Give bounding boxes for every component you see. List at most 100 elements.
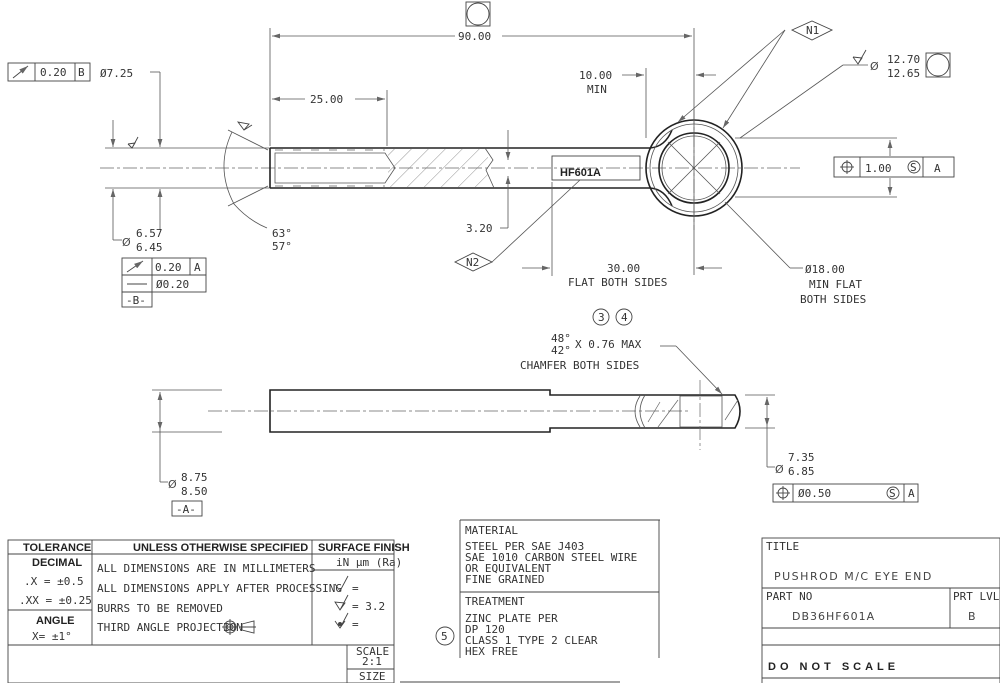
runout-straightness-frame: 0.20 A Ø0.20 -B- [121, 257, 207, 308]
title-block: TITLE PUSHROD M/C EYE END PART NO DB36HF… [761, 537, 1000, 683]
cylindricity-symbol-bore [925, 52, 951, 78]
finish-value-2: = 3.2 [352, 600, 385, 613]
svg-text:0.20: 0.20 [155, 261, 182, 274]
dim-min-label: MIN [587, 83, 607, 96]
note-5: 5 [441, 630, 448, 643]
material-block: MATERIAL STEEL PER SAE J403 SAE 1010 CAR… [400, 519, 660, 683]
finish-header: SURFACE FINISH [318, 542, 410, 554]
svg-text:1.00: 1.00 [865, 162, 892, 175]
svg-text:Ø: Ø [775, 463, 784, 476]
svg-text:Ø: Ø [870, 60, 879, 73]
tolerance-block: TOLERANCE UNLESS OTHERWISE SPECIFIED SUR… [7, 539, 410, 683]
part-number: DB36HF601A [792, 610, 875, 623]
dim-overall-length: 90.00 [458, 30, 491, 43]
position-tolerance-frame: 1.00 S A [833, 156, 955, 178]
thread-dia-lower: 6.45 [136, 241, 163, 254]
finish-symbol-2 [334, 594, 349, 611]
svg-text:A: A [194, 261, 201, 274]
eye-flat-label-1: MIN FLAT [809, 278, 862, 291]
material-label: MATERIAL [465, 524, 518, 537]
cylindricity-symbol [465, 1, 491, 27]
surface-finish-icon-chamfer [236, 121, 253, 131]
top-view: HF601A 90.00 25.00 10.00 MIN 3.20 30.00 [7, 1, 955, 308]
dim-flat-thickness: 3.20 [466, 222, 493, 235]
part-marking: HF601A [560, 167, 601, 179]
svg-text:S: S [889, 487, 896, 500]
treatment-line: HEX FREE [465, 645, 518, 658]
treatment-label: TREATMENT [465, 595, 525, 608]
finish-value-1: = [352, 582, 359, 595]
svg-text:0.20: 0.20 [40, 66, 67, 79]
shank-dia: Ø7.25 [100, 67, 133, 80]
part-marking-box [551, 155, 641, 181]
rod-dia-lower: 8.50 [181, 485, 208, 498]
finish-value-3: = [352, 618, 359, 631]
finish-symbol-1 [334, 575, 349, 592]
angle-label: ANGLE [36, 615, 75, 627]
x-tolerance: .X = ±0.5 [24, 575, 84, 588]
chamfer-angle-lower: 57° [272, 240, 292, 253]
surface-finish-icon [852, 49, 867, 65]
material-line: OR EQUIVALENT [465, 562, 551, 575]
dim-flat-label: FLAT BOTH SIDES [568, 276, 667, 289]
note-burrs: BURRS TO BE REMOVED [97, 602, 223, 615]
thread-dia-upper: 6.57 [136, 227, 163, 240]
svg-text:A: A [908, 487, 915, 500]
material-line: STEEL PER SAE J403 [465, 540, 584, 553]
xx-tolerance: .XX = ±0.25 [19, 594, 92, 607]
part-no-label: PART NO [766, 590, 812, 603]
general-header: UNLESS OTHERWISE SPECIFIED [133, 542, 308, 554]
datum-a: -A- [176, 503, 196, 516]
svg-text:Ø0.50: Ø0.50 [798, 487, 831, 500]
svg-text:-B-: -B- [126, 294, 146, 307]
finish-unit: iN µm (Ra) [336, 556, 402, 569]
surface-finish-icon-shank [127, 136, 139, 149]
title-label: TITLE [766, 540, 799, 553]
note-n1: N1 [806, 24, 819, 37]
position-frame-side: Ø0.50 S A [772, 483, 919, 503]
note-n1-flag [790, 20, 834, 41]
svg-text:B: B [78, 66, 85, 79]
chamfer-size: X 0.76 MAX [575, 338, 642, 351]
eye-dia-lower: 6.85 [788, 465, 815, 478]
material-line: SAE 1010 CARBON STEEL WIRE [465, 551, 637, 564]
chamfer-angle-48: 48° [551, 332, 571, 345]
third-angle-projection-icon [222, 619, 256, 635]
dim-min-distance: 10.00 [579, 69, 612, 82]
finish-symbol-3 [334, 612, 349, 629]
eye-flat-dia: Ø18.00 [805, 263, 845, 276]
note-projection: THIRD ANGLE PROJECTION [97, 621, 243, 634]
note-n2: N2 [466, 256, 479, 269]
dim-thread-length: 25.00 [310, 93, 343, 106]
chamfer-angle-upper: 63° [272, 227, 292, 240]
note-3: 3 [598, 311, 605, 324]
bore-dia-upper: 12.70 [887, 53, 920, 66]
note-units: ALL DIMENSIONS ARE IN MILLIMETERS [97, 562, 316, 575]
decimal-label: DECIMAL [32, 557, 82, 569]
svg-text:S: S [910, 161, 917, 174]
tolerance-header: TOLERANCE [23, 542, 91, 554]
runout-frame-top: 0.20 B [7, 62, 91, 82]
treatment-line: DP 120 [465, 623, 505, 636]
note-4: 4 [621, 311, 628, 324]
drawing-title: PUSHROD M/C EYE END [774, 570, 933, 583]
treatment-line: CLASS 1 TYPE 2 CLEAR [465, 634, 598, 647]
note-processing: ALL DIMENSIONS APPLY AFTER PROCESSING [97, 582, 342, 595]
bore-dia-lower: 12.65 [887, 67, 920, 80]
do-not-scale-warning: DO NOT SCALE [768, 661, 899, 673]
size-label: SIZE [359, 670, 386, 683]
material-line: FINE GRAINED [465, 573, 544, 586]
chamfer-angle-42: 42° [551, 344, 571, 357]
eye-dia-upper: 7.35 [788, 451, 815, 464]
scale-label: SCALE [356, 645, 389, 658]
rod-dia-upper: 8.75 [181, 471, 208, 484]
eye-flat-label-2: BOTH SIDES [800, 293, 866, 306]
angle-tolerance: X= ±1° [32, 630, 72, 643]
treatment-line: ZINC PLATE PER [465, 612, 558, 625]
scale-value: 2:1 [362, 655, 382, 668]
dim-flat-length: 30.00 [607, 262, 640, 275]
svg-text:Ø0.20: Ø0.20 [156, 278, 189, 291]
svg-text:A: A [934, 162, 941, 175]
part-level: B [968, 610, 976, 623]
